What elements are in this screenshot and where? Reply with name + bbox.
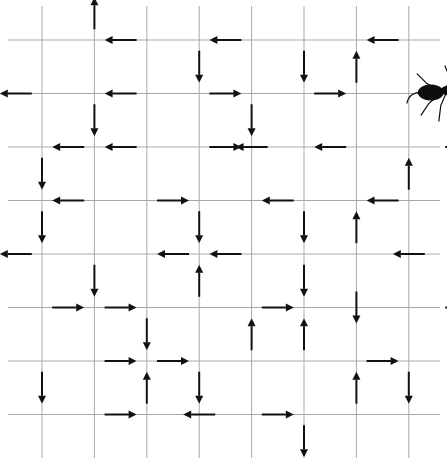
ant-grid-diagram bbox=[0, 0, 447, 462]
canvas-background bbox=[0, 0, 447, 462]
arrow-grid-canvas bbox=[0, 0, 447, 462]
